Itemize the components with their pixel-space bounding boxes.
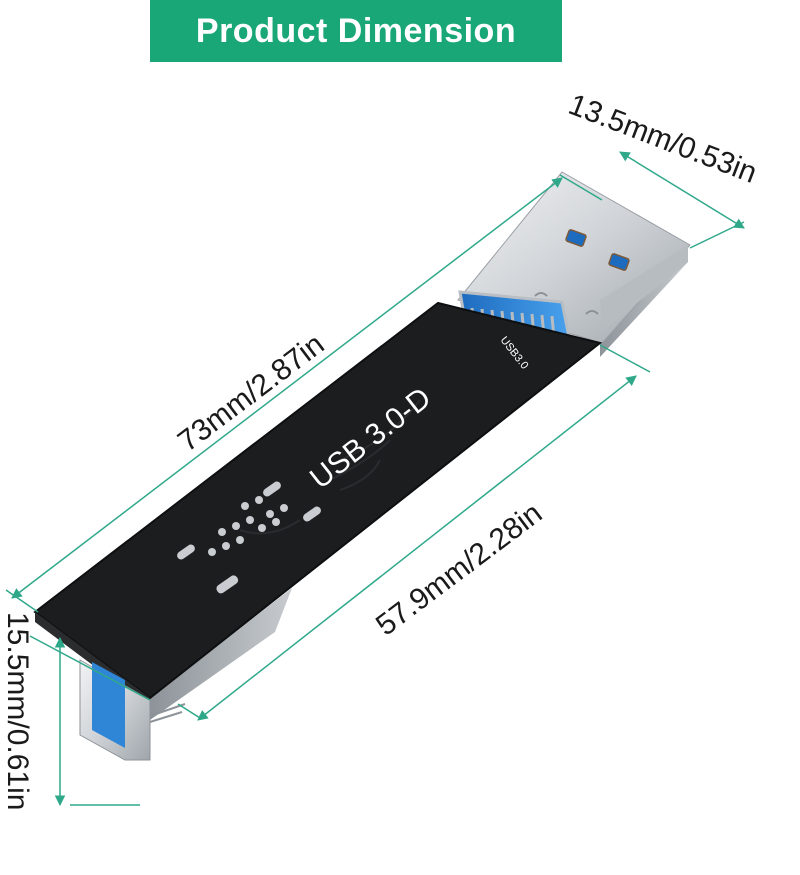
dim-line-board-length	[197, 375, 637, 721]
dim-line-plug-width	[619, 151, 745, 229]
label-height: 15.5mm/0.61in	[1, 612, 34, 811]
plug-shell-bottom	[600, 245, 688, 330]
title-banner: Product Dimension	[150, 0, 562, 62]
usb-a-port	[79, 659, 186, 761]
title-text: Product Dimension	[195, 11, 517, 50]
dimension-lines	[5, 151, 745, 807]
port-blue-tongue	[92, 662, 125, 748]
plug-pin-window	[608, 253, 630, 271]
plug-pin-window	[565, 229, 587, 247]
